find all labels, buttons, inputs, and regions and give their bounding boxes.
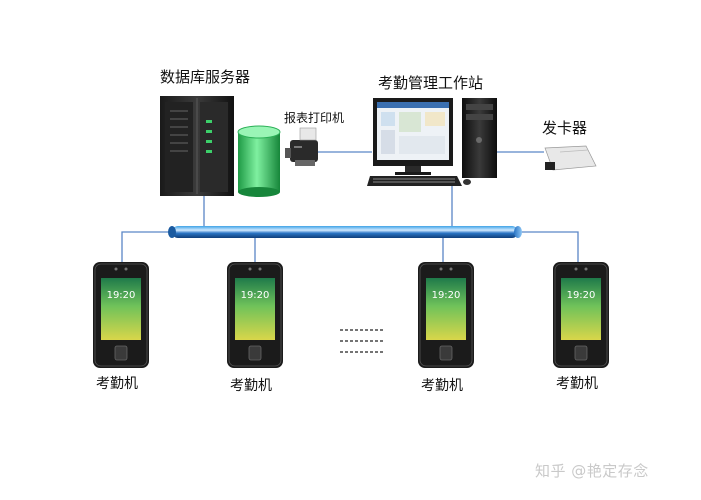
label-workstation: 考勤管理工作站 <box>378 74 484 92</box>
device-1-link-line <box>121 231 172 264</box>
printer-icon <box>285 127 318 166</box>
label-device-1: 考勤机 <box>96 376 138 392</box>
network-bus <box>168 226 522 238</box>
label-device-2: 考勤机 <box>230 378 272 394</box>
device-time-text: 19:20 <box>567 290 596 301</box>
watermark-text: 知乎 @艳定存念 <box>535 462 649 480</box>
device-screen <box>426 278 466 340</box>
device-screen <box>561 278 601 340</box>
fingerprint-sensor-icon <box>574 345 588 361</box>
device-time-text: 19:20 <box>241 290 270 301</box>
attendance-device-icon: 19:20 <box>553 262 609 368</box>
device-time-text: 19:20 <box>432 290 461 301</box>
storage-cylinder-icon <box>237 125 281 197</box>
label-card-issuer: 发卡器 <box>542 119 588 137</box>
fingerprint-sensor-icon <box>248 345 262 361</box>
label-device-4: 考勤机 <box>556 376 598 392</box>
device-time-text: 19:20 <box>107 290 136 301</box>
keyboard-icon <box>367 176 462 186</box>
device-screen <box>235 278 275 340</box>
network-lines <box>121 151 579 264</box>
database-server-icon <box>160 96 234 196</box>
more-devices-ellipsis <box>340 329 383 353</box>
fingerprint-sensor-icon <box>114 345 128 361</box>
mouse-icon <box>463 179 471 185</box>
label-printer: 报表打印机 <box>284 111 345 125</box>
device-screen <box>101 278 141 340</box>
attendance-devices: 19:20 19:20 19:20 19:20 <box>93 262 609 368</box>
attendance-device-icon: 19:20 <box>93 262 149 368</box>
label-device-3: 考勤机 <box>421 378 463 394</box>
pc-tower-icon <box>462 98 497 178</box>
card-issuer-icon <box>544 145 597 171</box>
workstation-monitor-icon <box>373 98 453 175</box>
fingerprint-sensor-icon <box>439 345 453 361</box>
label-db-server: 数据库服务器 <box>160 68 251 86</box>
attendance-device-icon: 19:20 <box>227 262 283 368</box>
device-4-link-line <box>520 231 579 264</box>
attendance-device-icon: 19:20 <box>418 262 474 368</box>
